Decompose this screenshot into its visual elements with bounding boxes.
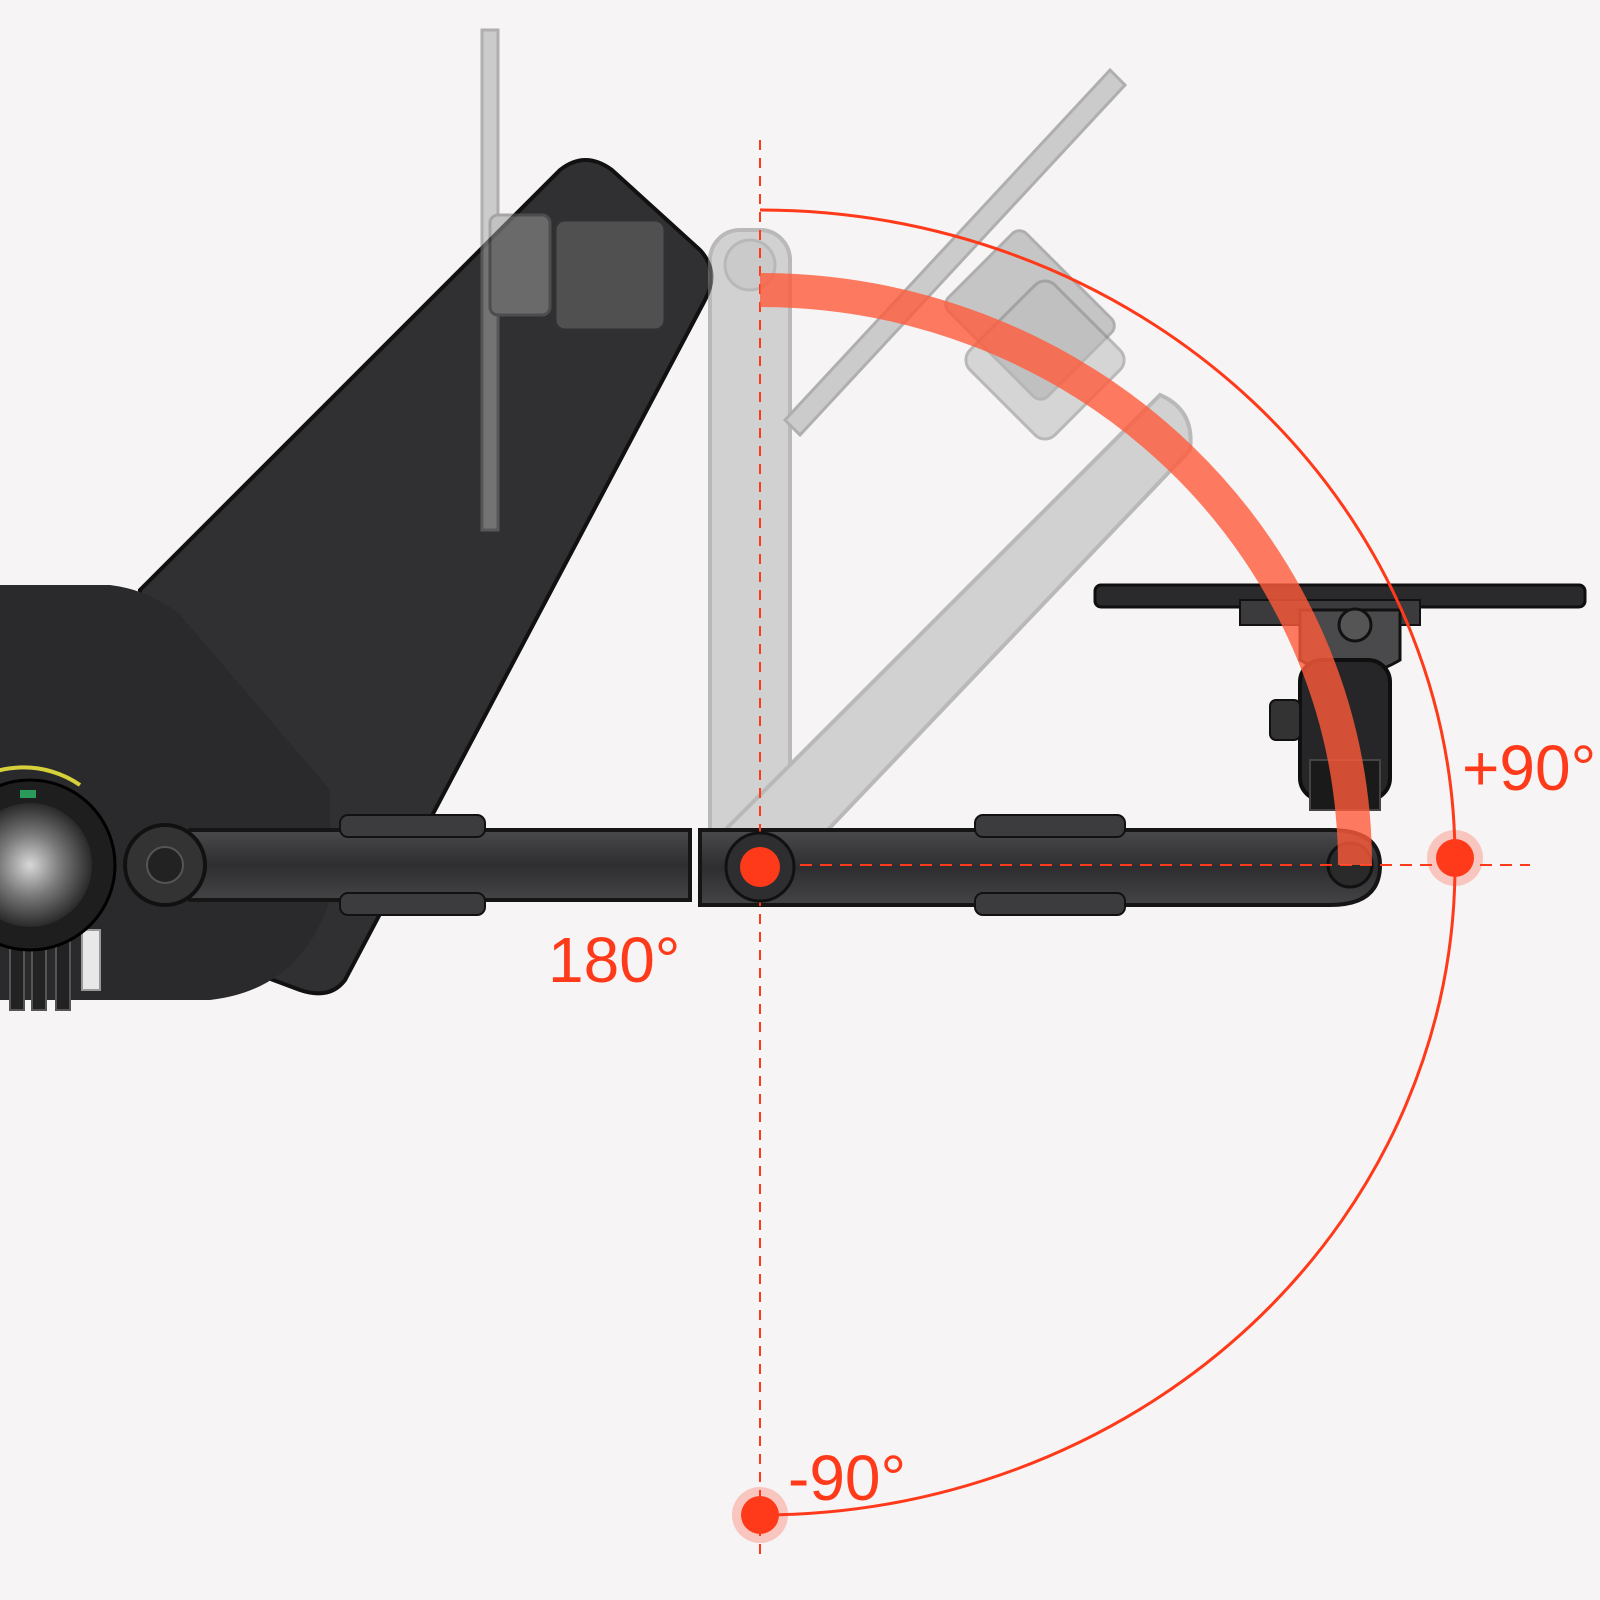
- rotation-pivot-icon: [724, 831, 796, 903]
- ghost-arm-positions: [480, 28, 1193, 883]
- angle-label-left: 180°: [548, 924, 680, 996]
- angle-label-right: +90°: [1462, 732, 1596, 804]
- clamp-teeth: [9, 929, 101, 1011]
- main-horizontal-arm: [123, 814, 1383, 916]
- tension-knob-icon: [0, 765, 117, 952]
- endpoint-right-marker: [1427, 830, 1483, 886]
- arm-segment-left: [178, 828, 692, 902]
- endpoint-bottom-marker: [732, 1487, 788, 1543]
- angle-label-bottom: -90°: [788, 1442, 906, 1514]
- ghost-vertical-arm: [708, 228, 792, 862]
- swing-arc: [759, 273, 1372, 866]
